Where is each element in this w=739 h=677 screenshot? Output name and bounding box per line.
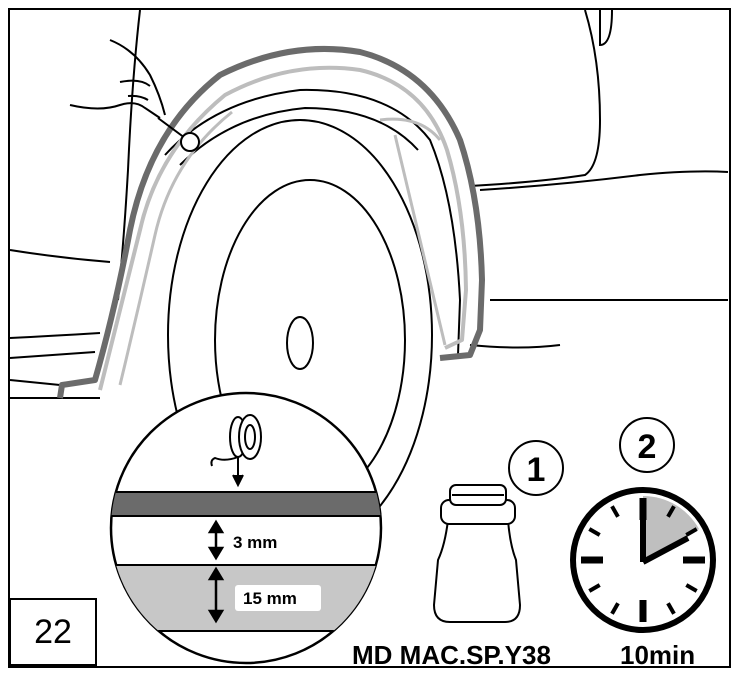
clock-tick <box>685 527 698 537</box>
step-marker-1-label: 1 <box>527 451 546 489</box>
primer-bottle-icon <box>432 484 522 623</box>
wheel-hub <box>286 316 314 370</box>
clock-tick <box>610 505 620 518</box>
clock-hand-hour <box>641 535 690 565</box>
hand-applicator <box>69 39 200 152</box>
tape-roll-icon <box>210 414 262 488</box>
clock-tick <box>666 505 676 518</box>
step-number-box: 22 <box>9 598 97 666</box>
tape-strip-light <box>98 65 468 391</box>
clock-tick <box>588 527 601 537</box>
detail-tape-dark-band <box>111 491 381 517</box>
clock-tick <box>610 602 620 615</box>
step-marker-1: 1 <box>508 440 564 496</box>
clock-tick <box>588 583 601 593</box>
strip-label-box <box>235 585 321 611</box>
clock-elapsed-wedge <box>643 496 700 560</box>
timer-duration-label: 10min <box>620 640 695 670</box>
clock-tick <box>685 583 698 593</box>
product-code-label: MD MAC.SP.Y38 <box>352 640 551 670</box>
step-number: 22 <box>34 612 72 651</box>
step-marker-2: 2 <box>619 417 675 473</box>
strip-label: 15 mm <box>243 589 297 608</box>
gap-arrow-icon <box>207 519 225 561</box>
clock-tick <box>666 602 676 615</box>
strip-arrow-icon <box>207 566 225 624</box>
timer-clock-icon <box>570 487 716 633</box>
detail-magnifier <box>109 391 383 665</box>
gap-label: 3 mm <box>233 533 277 552</box>
step-marker-2-label: 2 <box>638 428 657 466</box>
tape-strip-dark <box>57 45 485 399</box>
